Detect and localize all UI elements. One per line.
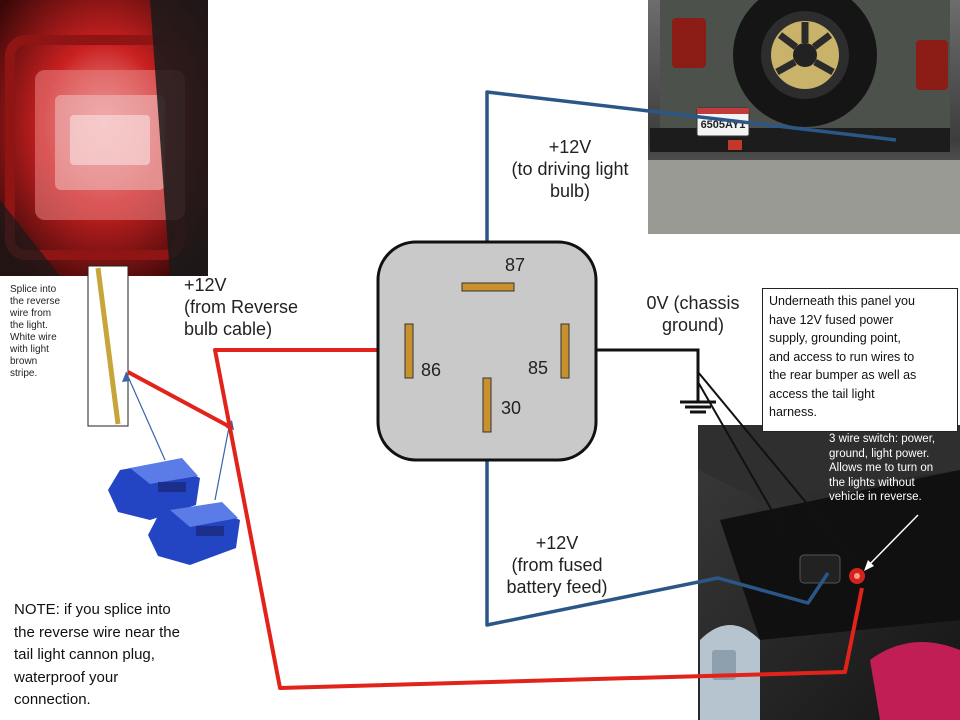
black-arrows [697,371,853,559]
relay-pin-86 [404,323,414,379]
arrow-head-switch [845,550,856,562]
note-splice: Splice into the reverse wire from the li… [10,284,61,379]
red-wire-group [127,348,864,690]
relay-body [376,240,598,462]
pointer-line-splice [125,371,166,461]
label-chassis-ground: 0V (chassis ground) [646,293,740,335]
relay-pin-87 [461,282,515,292]
pointer-line-junction [214,421,231,501]
red-wire-main [213,348,864,690]
note-panel: Underneath this panel you have 12V fused… [762,288,958,432]
white-pointer-switch [867,514,919,567]
note-waterproof: NOTE: if you splice into the reverse wir… [14,601,180,708]
reverse-wire-strip [95,267,121,425]
scotch-lock-connectors [108,458,240,565]
relay-pin-85 [560,323,570,379]
arrow-head-panel [776,522,785,534]
label-reverse-bulb: +12V (from Reverse bulb cable) [184,275,299,339]
white-pointer-head [864,560,874,571]
blue-wire-from-battery [485,430,830,627]
relay-pin-30 [482,377,492,433]
label-battery-feed: +12V (from fused battery feed) [506,533,608,597]
pin-label-86: 86 [421,360,442,380]
jeep-rear-photo: 6505AY1 [648,0,960,234]
blue-wire-group [485,90,897,627]
label-driving-light: +12V (to driving light bulb) [511,137,629,201]
pin-label-85: 85 [528,358,549,378]
tail-light-photo [0,0,208,276]
pin-label-30: 30 [501,398,522,418]
note-switch: 3 wire switch: power, ground, light powe… [829,433,936,503]
pin-label-87: 87 [505,255,526,275]
blue-wire-to-driving-light [485,90,897,247]
red-wire-splice [127,370,233,430]
